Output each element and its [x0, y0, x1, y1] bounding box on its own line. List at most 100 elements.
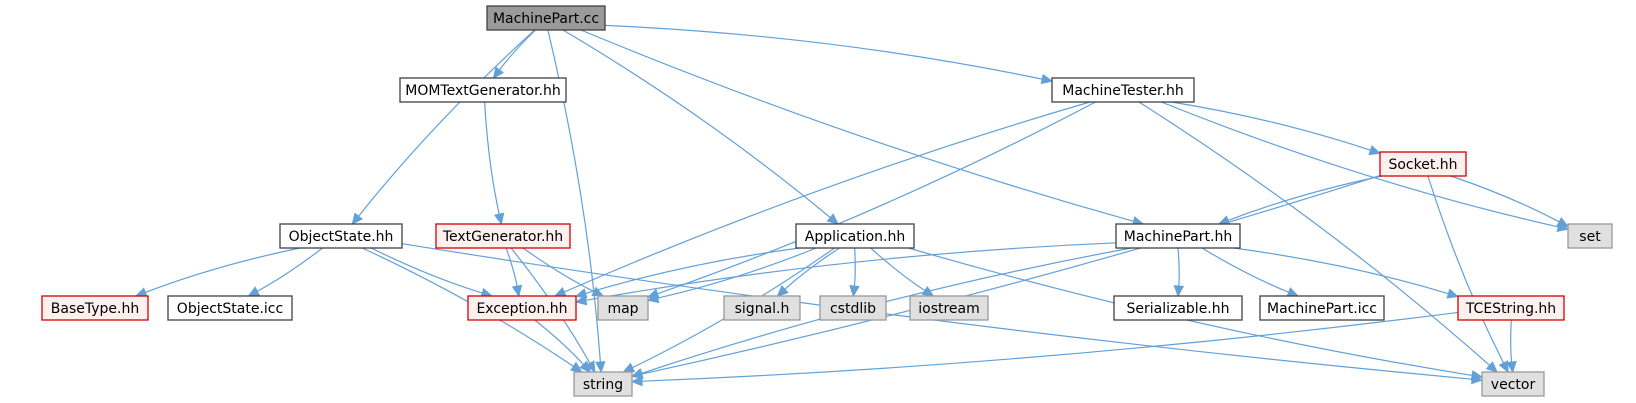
node-box	[279, 223, 403, 249]
node-box	[167, 295, 293, 321]
edge-application-hh-to-exception-hh	[574, 247, 800, 299]
node-label: BaseType.hh	[51, 301, 139, 317]
node-serializable-hh[interactable]: Serializable.hh	[1113, 295, 1243, 321]
edge-line	[257, 247, 323, 292]
edge-machinepart-hh-to-tcestring-hh	[1233, 247, 1460, 299]
node-label: MachinePart.cc	[493, 11, 599, 27]
node-signal-h[interactable]: signal.h	[723, 295, 801, 321]
edge-arrowhead	[247, 286, 261, 297]
node-label: Serializable.hh	[1126, 301, 1229, 317]
node-basetype-hh[interactable]: BaseType.hh	[41, 295, 149, 321]
edge-line	[1201, 247, 1289, 293]
edge-arrowhead	[574, 288, 588, 299]
node-machinepart-hh[interactable]: MachinePart.hh	[1115, 223, 1241, 249]
edge-line	[505, 247, 518, 287]
edge-line	[641, 174, 1381, 375]
edge-objectstate-hh-to-basetype-hh	[134, 247, 301, 298]
edge-line	[1450, 175, 1560, 223]
node-momtextgenerator-hh[interactable]: MOMTextGenerator.hh	[399, 77, 567, 103]
edge-arrowhead	[579, 360, 592, 373]
node-box	[819, 295, 887, 321]
node-vector[interactable]: vector	[1481, 371, 1545, 397]
edge-line	[484, 101, 500, 215]
node-box	[723, 295, 801, 321]
node-box	[435, 223, 571, 249]
edge-arrowhead	[849, 284, 860, 298]
node-box	[1457, 295, 1565, 321]
node-label: MOMTextGenerator.hh	[405, 83, 561, 99]
edge-machinepart-cc-to-momtextgenerator-hh	[492, 29, 536, 79]
node-box	[909, 295, 989, 321]
edge-line	[564, 101, 1091, 293]
node-cstdlib[interactable]: cstdlib	[819, 295, 887, 321]
edge-arrowhead	[646, 288, 660, 299]
node-box	[1113, 295, 1243, 321]
dependency-edges	[134, 24, 1570, 387]
edge-arrowhead	[1040, 73, 1054, 85]
edge-arrowhead	[511, 284, 523, 298]
node-box	[1379, 151, 1467, 177]
edge-socket-hh-to-set	[1450, 175, 1570, 228]
edge-arrowhead	[574, 295, 588, 306]
edge-line	[145, 247, 301, 293]
edge-machinetester-hh-to-set	[1161, 101, 1570, 232]
node-label: ObjectState.hh	[289, 229, 394, 245]
node-exception-hh[interactable]: Exception.hh	[467, 295, 577, 321]
node-machinepart-icc[interactable]: MachinePart.icc	[1259, 295, 1385, 321]
edge-application-hh-to-cstdlib	[849, 247, 860, 298]
edge-arrowhead	[570, 361, 583, 373]
node-string[interactable]: string	[573, 371, 633, 397]
edge-line	[585, 247, 800, 295]
node-set[interactable]: set	[1567, 223, 1613, 249]
node-box	[1481, 371, 1545, 397]
edge-line	[547, 29, 601, 363]
edge-arrowhead	[585, 360, 596, 374]
edge-arrowhead	[630, 368, 644, 379]
edge-tcestring-hh-to-string	[630, 311, 1459, 387]
edge-arrowhead	[1286, 287, 1300, 297]
node-iostream[interactable]: iostream	[909, 295, 989, 321]
edge-arrowhead	[1446, 288, 1460, 299]
node-box	[597, 295, 649, 321]
node-label: ObjectState.icc	[177, 301, 283, 317]
edge-machinepart-hh-to-exception-hh	[574, 242, 1117, 306]
edge-arrowhead	[622, 362, 636, 373]
node-tcestring-hh[interactable]: TCEString.hh	[1457, 295, 1565, 321]
edge-line	[853, 247, 856, 287]
node-objectstate-hh[interactable]: ObjectState.hh	[279, 223, 403, 249]
edge-application-hh-to-map	[646, 247, 817, 304]
node-objectstate-icc[interactable]: ObjectState.icc	[167, 295, 293, 321]
node-box	[1051, 77, 1195, 103]
edge-line	[908, 247, 1473, 377]
node-machinepart-cc[interactable]: MachinePart.cc	[486, 5, 606, 31]
edge-arrowhead	[630, 375, 643, 387]
edge-arrowhead	[492, 66, 504, 79]
node-label: iostream	[918, 301, 980, 317]
edge-exception-hh-to-string	[534, 319, 592, 373]
edge-arrowhead	[1173, 285, 1185, 298]
node-machinetester-hh[interactable]: MachineTester.hh	[1051, 77, 1195, 103]
edge-machinetester-hh-to-map	[646, 101, 1096, 299]
edge-line	[604, 24, 1043, 80]
node-application-hh[interactable]: Application.hh	[795, 223, 915, 249]
node-socket-hh[interactable]: Socket.hh	[1379, 151, 1467, 177]
edge-line	[1177, 247, 1180, 287]
node-label: MachinePart.hh	[1124, 229, 1232, 245]
edge-socket-hh-to-vector	[1427, 175, 1509, 374]
edge-machinepart-cc-to-application-hh	[562, 29, 839, 225]
edge-line	[870, 247, 926, 292]
edge-arrowhead	[493, 212, 505, 226]
edge-arrowhead	[1556, 216, 1570, 228]
node-textgenerator-hh[interactable]: TextGenerator.hh	[435, 223, 571, 249]
node-box	[41, 295, 149, 321]
edge-line	[1427, 175, 1505, 364]
node-box	[1259, 295, 1385, 321]
edge-textgenerator-hh-to-exception-hh	[505, 247, 523, 298]
edge-line	[657, 101, 1096, 295]
edge-machinepart-cc-to-machinepart-hh	[580, 29, 1145, 227]
node-label: vector	[1491, 377, 1536, 393]
edge-line	[522, 247, 595, 293]
edge-arrowhead	[595, 361, 606, 374]
node-map[interactable]: map	[597, 295, 649, 321]
